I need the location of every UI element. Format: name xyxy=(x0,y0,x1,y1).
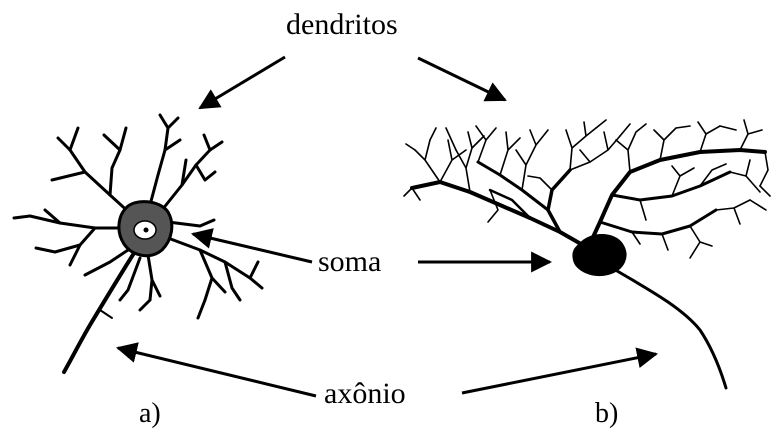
neuron-b-axon xyxy=(602,262,726,388)
neuron-a xyxy=(14,115,262,372)
arrow-soma-left xyxy=(193,234,312,262)
panel-b-label: b) xyxy=(595,400,618,428)
axon-label: axônio xyxy=(324,379,406,409)
arrow-dendrites-left xyxy=(200,57,285,108)
neuron-b xyxy=(404,120,770,388)
arrow-dendrites-right xyxy=(418,58,505,100)
panel-a-label: a) xyxy=(139,400,161,428)
dendrites-label: dendritos xyxy=(286,10,398,40)
arrow-axon-left xyxy=(118,348,316,396)
soma-label: soma xyxy=(318,247,381,277)
arrow-axon-right xyxy=(462,354,656,393)
neuron-b-soma xyxy=(573,235,625,275)
